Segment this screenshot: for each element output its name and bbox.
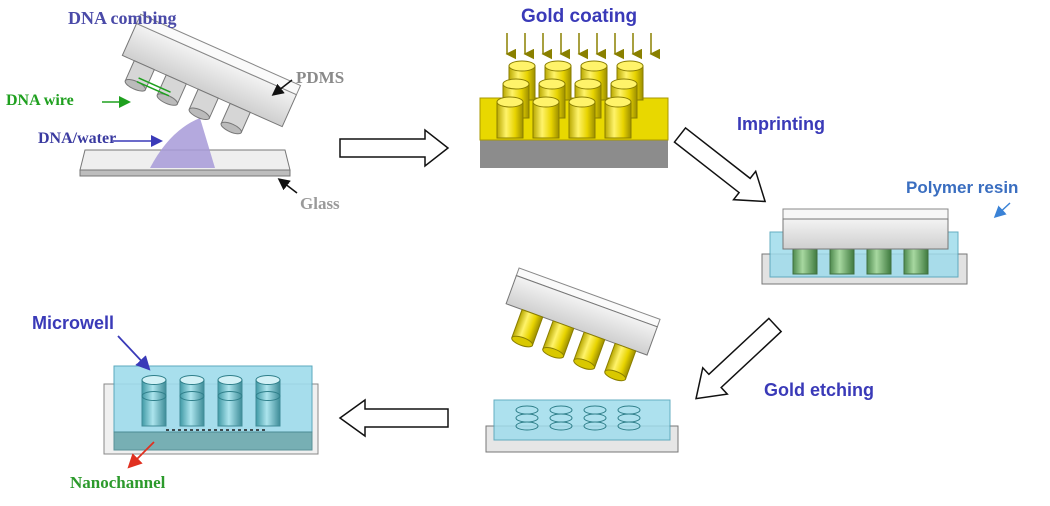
gold-coating-label: Gold coating [521, 6, 638, 27]
gold-coating-illustration [479, 33, 669, 168]
dna-combing-label: DNA combing [68, 8, 177, 28]
nanochannel-label: Nanochannel [70, 473, 166, 492]
microwell-label: Microwell [32, 313, 115, 333]
dna-wire-label: DNA wire [6, 92, 74, 109]
microwells [141, 375, 281, 427]
dna-water-label: DNA/water [38, 130, 117, 147]
final-device-illustration [103, 335, 319, 469]
pdms-label: PDMS [296, 68, 345, 87]
glass-label: Glass [300, 194, 340, 213]
gold-etching-label: Gold etching [764, 380, 874, 400]
deposition-arrows [505, 33, 660, 60]
polymer-resin-label: Polymer resin [906, 178, 1019, 197]
dna-combing-illustration [79, 13, 302, 194]
imprinting-illustration [761, 202, 1011, 285]
arrow-step2-to-step3 [673, 126, 767, 203]
gold-etching-illustration [485, 267, 679, 453]
arrow-step1-to-step2 [339, 128, 450, 168]
etched-wells [515, 405, 641, 431]
green-pillars [792, 247, 929, 275]
pdms-pillars [124, 60, 251, 135]
imprinting-label: Imprinting [737, 114, 825, 134]
gold-pillars [496, 60, 644, 139]
arrow-step4-to-step5 [338, 398, 449, 438]
arrow-step3-to-step4 [695, 317, 783, 400]
